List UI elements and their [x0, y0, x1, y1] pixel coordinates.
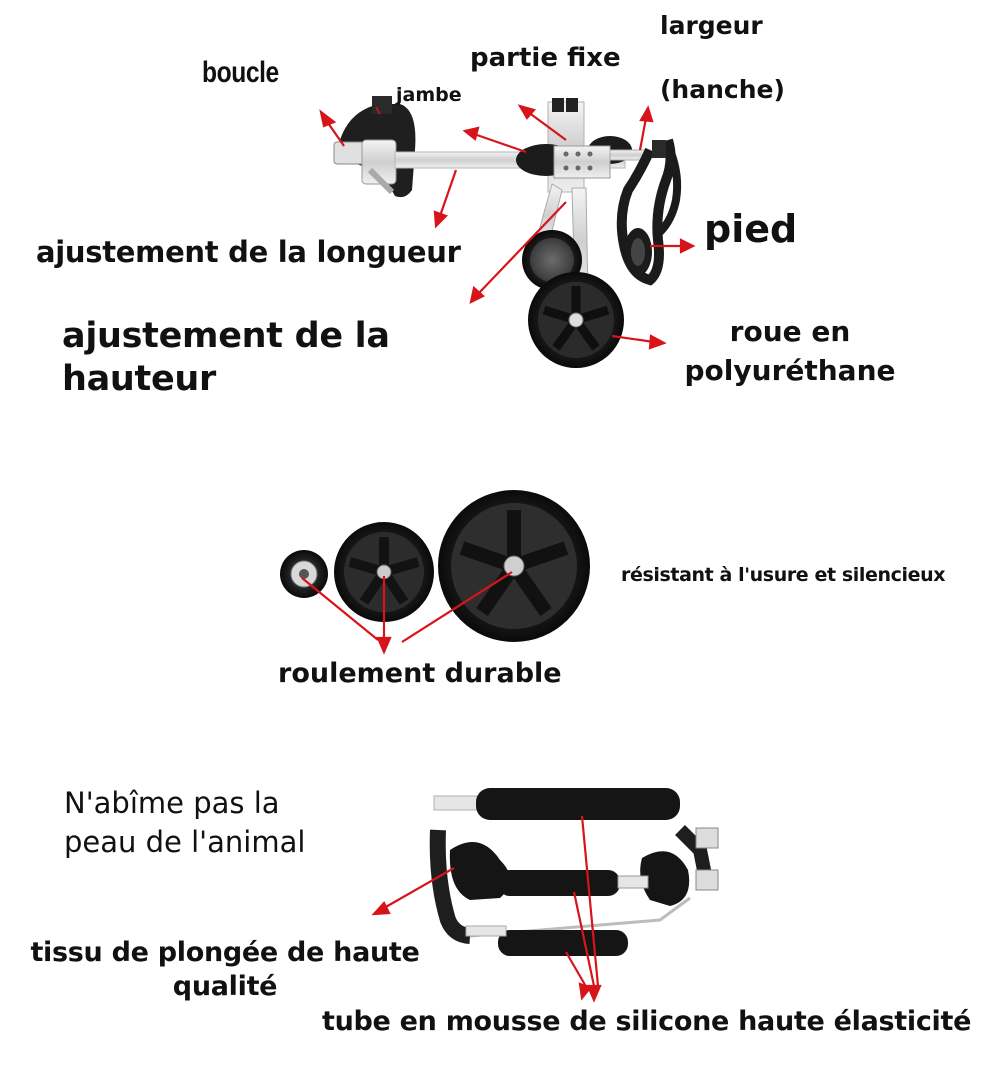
label-durable-bearing: roulement durable — [278, 658, 562, 689]
polyurethane-wheel — [528, 272, 624, 368]
label-wear-resistant: résistant à l'usure et silencieux — [621, 564, 946, 586]
label-leg: jambe — [396, 84, 462, 106]
wheels-image — [280, 490, 590, 642]
label-skin-safe: N'abîme pas la peau de l'animal — [64, 784, 305, 862]
medium-wheel — [334, 522, 434, 622]
label-height-adjustment-line2: hauteur — [62, 358, 216, 399]
label-length-adjustment: ajustement de la longueur — [36, 235, 461, 269]
foot-stirrups — [616, 138, 682, 286]
leg-harness — [333, 96, 416, 198]
bottom-foam-tube — [498, 930, 628, 956]
wheelchair-image — [333, 96, 682, 368]
label-silicone-foam-tube: tube en mousse de silicone haute élastic… — [322, 1006, 972, 1037]
large-wheel — [438, 490, 590, 642]
label-skin-safe-line1: N'abîme pas la — [64, 786, 280, 820]
callout-arrows — [301, 104, 696, 1003]
label-height-adjustment: ajustement de la hauteur — [62, 315, 390, 400]
top-foam-tube — [476, 788, 680, 820]
label-buckle: boucle — [202, 56, 279, 89]
label-skin-safe-line2: peau de l'animal — [64, 825, 306, 860]
label-fixed-part: partie fixe — [470, 43, 621, 73]
label-foot: pied — [704, 207, 798, 251]
label-hip: (hanche) — [660, 75, 785, 104]
label-diving-fabric: tissu de plongée de haute qualité — [30, 937, 420, 1002]
middle-foam-tube — [498, 870, 620, 896]
small-wheel — [280, 550, 328, 598]
label-polyurethane-wheel: roue en polyuréthane — [684, 315, 896, 388]
label-height-adjustment-line1: ajustement de la — [62, 316, 390, 356]
harness-image — [429, 788, 719, 956]
label-width: largeur — [660, 11, 763, 40]
